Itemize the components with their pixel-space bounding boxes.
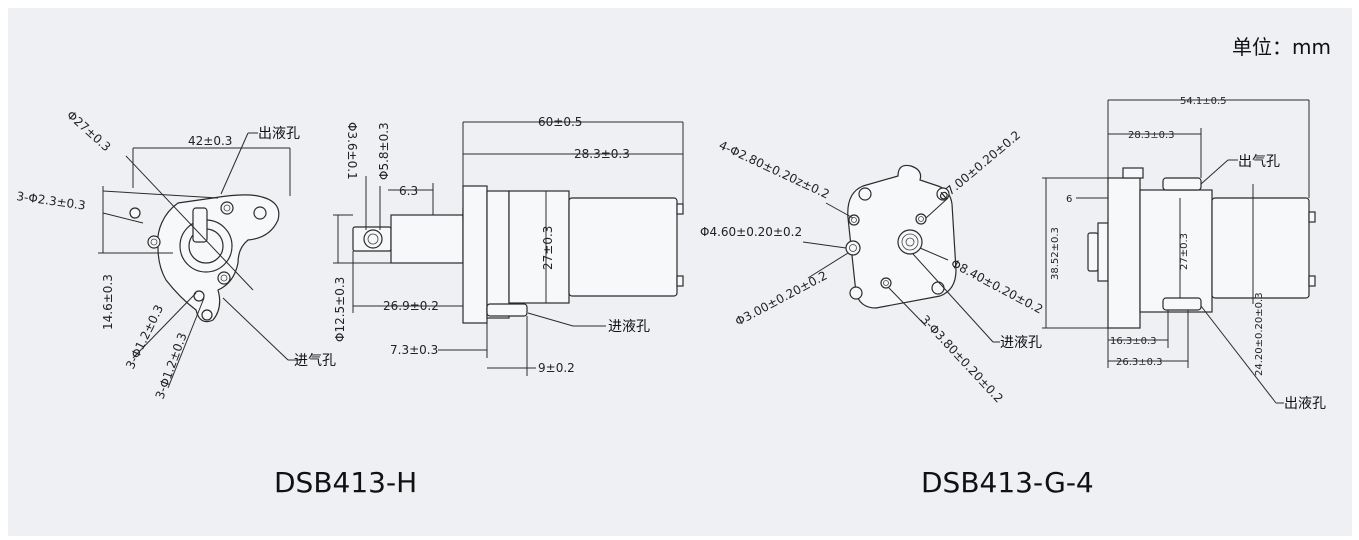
left-model-name: DSB413-H (274, 466, 417, 499)
dim-hole-inner: Φ3.6±0.1 (345, 122, 359, 180)
dim-port-a: Φ4.60±0.20±0.2 (700, 225, 802, 239)
label-inlet-g: 进液孔 (1000, 335, 1042, 351)
dim-motor-length-g: 28.3±0.3 (1128, 130, 1175, 141)
left-side-view: 60±0.5 28.3±0.3 27±0.3 Φ3.6±0.1 Φ5.8±0.3… (333, 115, 684, 376)
dim-height: 14.6±0.3 (101, 274, 115, 330)
label-outlet: 出液孔 (258, 126, 300, 142)
technical-drawing: 单位：mm 42±0.3 Φ27±0.3 3-Φ2.3±0.3 14.6±0.3… (16, 35, 1331, 499)
dim-nozzle: 6.3 (399, 184, 418, 198)
dim-height-g: 38.52±0.3 (1050, 227, 1061, 280)
label-outlet-g: 出液孔 (1284, 396, 1326, 412)
dim-flange: 7.3±0.3 (390, 343, 438, 357)
label-air-outlet-g: 出气孔 (1238, 154, 1280, 170)
right-model-name: DSB413-G-4 (921, 466, 1094, 499)
dim-width: 42±0.3 (188, 134, 232, 148)
dim-motor-dia: 27±0.3 (541, 226, 555, 270)
dim-total-length: 60±0.5 (538, 115, 582, 129)
right-front-view: 4-Φ2.80±0.20z±0.2 Φ4.60±0.20±0.2 Φ3.00±0… (700, 128, 1045, 405)
dim-motor-dia-g: 27±0.3 (1179, 233, 1190, 270)
dim-diameter: Φ27±0.3 (64, 108, 113, 154)
dim-motor-length: 28.3±0.3 (574, 147, 630, 161)
dim-mount-holes-g: 4-Φ2.80±0.20z±0.2 (717, 138, 832, 202)
dim-body-length: 26.9±0.2 (383, 299, 439, 313)
dim-small-hole-a: 3-Φ1.2±0.3 (123, 303, 166, 372)
right-side-view: 54.1±0.5 28.3±0.3 38.52±0.3 27±0.3 6 24.… (1042, 96, 1326, 412)
dim-body-dia: Φ12.5±0.3 (333, 277, 347, 342)
left-front-view: 42±0.3 Φ27±0.3 3-Φ2.3±0.3 14.6±0.3 3-Φ1.… (16, 108, 336, 401)
label-inlet: 进液孔 (608, 319, 650, 335)
unit-label: 单位：mm (1232, 35, 1331, 59)
dim-mount-holes: 3-Φ2.3±0.3 (16, 189, 87, 213)
dim-center-a: Φ7.00±0.20±0.2 (936, 128, 1023, 204)
label-air-inlet: 进气孔 (294, 353, 336, 369)
dim-port-spacing-g: 24.20±0.20±0.3 (1254, 292, 1265, 376)
dim-port-b: Φ3.00±0.20±0.2 (733, 268, 830, 328)
dim-center-b: Φ8.40±0.20±0.2 (949, 256, 1046, 316)
drawing-sheet: 单位：mm 42±0.3 Φ27±0.3 3-Φ2.3±0.3 14.6±0.3… (8, 8, 1352, 536)
dim-total-length-g: 54.1±0.5 (1180, 96, 1227, 107)
dim-a-g: 16.3±0.3 (1110, 336, 1157, 347)
dim-screws: 3-Φ3.80±0.20±0.2 (918, 312, 1006, 405)
dim-hole-outer: Φ5.8±0.3 (377, 122, 391, 180)
dim-b-g: 26.3±0.3 (1116, 357, 1163, 368)
dim-small-hole-b: 3-Φ1.2±0.3 (153, 331, 190, 401)
dim-offset-g: 6 (1066, 194, 1072, 205)
dim-inlet-length: 9±0.2 (538, 361, 575, 375)
